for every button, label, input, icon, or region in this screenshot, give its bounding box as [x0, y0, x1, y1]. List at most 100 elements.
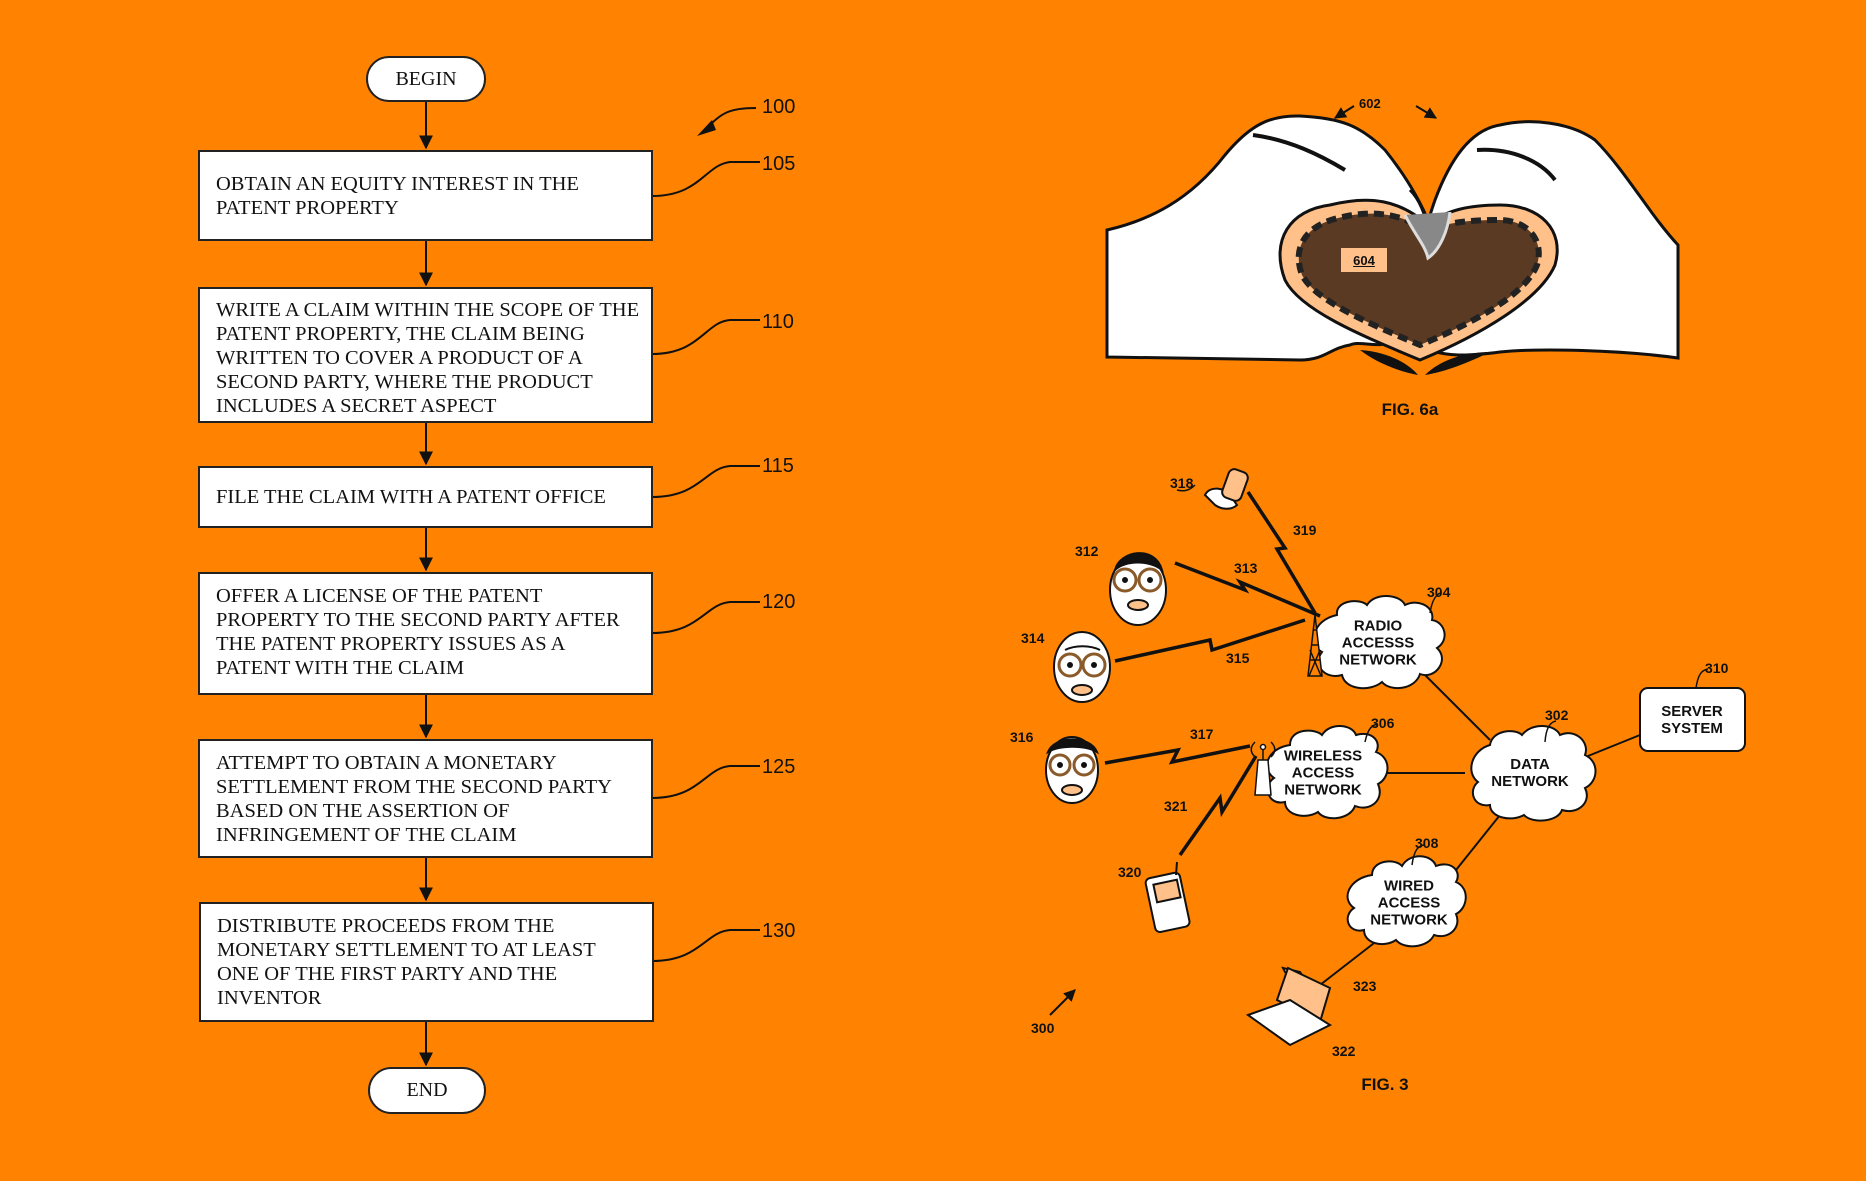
ref-321: 321: [1164, 798, 1188, 814]
wireless-network-label: WIRELESS ACCESS NETWORK: [1284, 748, 1362, 799]
ref-315: 315: [1226, 650, 1250, 666]
heart-ref-604: 604: [1341, 248, 1387, 272]
hands-ref-602: 602: [1359, 96, 1381, 111]
step-text: FILE THE CLAIM WITH A PATENT OFFICE: [216, 486, 606, 508]
fig3-caption: FIG. 3: [1361, 1075, 1409, 1094]
ref-302: 302: [1545, 707, 1569, 723]
ref-leader-105: [651, 161, 760, 197]
heart-inner: [1295, 210, 1542, 349]
radio-tower-icon: [1307, 614, 1323, 677]
ref-314: 314: [1021, 630, 1045, 646]
label-line: NETWORK: [1284, 781, 1362, 799]
link-321: [1178, 755, 1258, 857]
flow-step-130: DISTRIBUTE PROCEEDS FROM THE MONETARY SE…: [199, 902, 654, 1022]
flow-step-120: OFFER A LICENSE OF THE PATENT PROPERTY T…: [198, 572, 653, 695]
ref-312: 312: [1075, 543, 1099, 559]
flow-step-110: WRITE A CLAIM WITHIN THE SCOPE OF THE PA…: [198, 287, 653, 423]
user-face-316: [1045, 736, 1100, 804]
link-313: [1174, 561, 1321, 618]
heart-ref-text: 604: [1353, 252, 1375, 268]
link-data-server: [1587, 734, 1641, 757]
link-319: [1246, 491, 1317, 614]
ref-316: 316: [1010, 729, 1034, 745]
radio-network-label: RADIO ACCESSS NETWORK: [1339, 618, 1417, 669]
link-radio-data: [1419, 669, 1491, 741]
end-terminal: END: [368, 1067, 486, 1114]
step-text: BASED ON THE ASSERTION OF: [216, 800, 510, 822]
flow-step-115: FILE THE CLAIM WITH A PATENT OFFICE: [198, 466, 653, 528]
label-line: ACCESS: [1291, 764, 1355, 782]
cloud-wired-access-network: [1346, 855, 1467, 948]
step-text: OFFER A LICENSE OF THE PATENT: [216, 585, 543, 607]
ref-306: 306: [1371, 715, 1395, 731]
step-ref-125: 125: [762, 756, 796, 778]
ref-310: 310: [1705, 660, 1729, 676]
ref-leader-130: [651, 929, 760, 962]
step-text: WRITTEN TO COVER A PRODUCT OF A: [216, 347, 583, 369]
link-315: [1114, 618, 1306, 663]
ref-320: 320: [1118, 864, 1142, 880]
ref-leader-120: [651, 601, 760, 634]
step-ref-115: 115: [762, 455, 794, 477]
step-text: OBTAIN AN EQUITY INTEREST IN THE: [216, 173, 579, 195]
laptop-icon-322: [1245, 966, 1333, 1047]
step-text: PATENT PROPERTY: [216, 197, 399, 219]
step-text: ONE OF THE FIRST PARTY AND THE: [217, 963, 558, 985]
step-text: MONETARY SETTLEMENT TO AT LEAST: [217, 939, 596, 961]
ref-leader-125: [651, 765, 760, 799]
label-line: WIRELESS: [1283, 747, 1363, 765]
label-line: SERVER: [1661, 703, 1723, 720]
figure-ref-100: 100: [762, 96, 796, 118]
flow-step-125: ATTEMPT TO OBTAIN A MONETARY SETTLEMENT …: [198, 739, 653, 858]
label-line: ACCESS: [1377, 894, 1441, 912]
server-system-box: [1639, 687, 1746, 752]
step-text: ATTEMPT TO OBTAIN A MONETARY: [216, 752, 557, 774]
link-317: [1104, 744, 1251, 765]
label-line: WIRED: [1384, 877, 1434, 895]
link-wired-data: [1451, 814, 1501, 876]
wireless-access-point-icon: [1250, 741, 1276, 796]
mobile-phone-icon-320: [1144, 861, 1191, 933]
label-line: SYSTEM: [1661, 720, 1723, 737]
user-face-312: [1109, 552, 1167, 626]
step-text: PATENT WITH THE CLAIM: [216, 657, 465, 679]
step-ref-105: 105: [762, 153, 796, 175]
step-text: THE PATENT PROPERTY ISSUES AS A: [216, 633, 566, 655]
server-system-label: SERVER SYSTEM: [1661, 703, 1723, 737]
begin-terminal: BEGIN: [366, 56, 486, 102]
ref-323: 323: [1353, 978, 1377, 994]
cloud-data-network: [1470, 725, 1597, 822]
flip-phone-icon-318: [1203, 468, 1249, 510]
ref-318: 318: [1170, 475, 1194, 491]
step-text: INVENTOR: [217, 987, 322, 1009]
fig6a-caption: FIG. 6a: [1381, 400, 1439, 419]
step-text: WRITE A CLAIM WITHIN THE SCOPE OF THE: [216, 299, 640, 321]
ref-322: 322: [1332, 1043, 1356, 1059]
wired-network-label: WIRED ACCESS NETWORK: [1370, 878, 1448, 929]
ref-304: 304: [1427, 584, 1451, 600]
label-line: RADIO: [1353, 617, 1403, 635]
label-line: DATA: [1510, 756, 1550, 773]
ref-300: 300: [1031, 1020, 1055, 1036]
step-ref-130: 130: [762, 920, 796, 942]
ref-arrowhead-100: [697, 120, 716, 136]
step-text: SETTLEMENT FROM THE SECOND PARTY: [216, 776, 612, 798]
step-text: INCLUDES A SECRET ASPECT: [216, 395, 497, 417]
step-text: PATENT PROPERTY, THE CLAIM BEING: [216, 323, 585, 345]
label-line: NETWORK: [1370, 911, 1448, 929]
label-line: NETWORK: [1491, 773, 1569, 790]
data-network-label: DATA NETWORK: [1491, 756, 1569, 790]
ref-308: 308: [1415, 835, 1439, 851]
label-line: ACCESSS: [1341, 634, 1415, 652]
ref-317: 317: [1190, 726, 1214, 742]
label-line: NETWORK: [1339, 651, 1417, 669]
step-text: SECOND PARTY, WHERE THE PRODUCT: [216, 371, 593, 393]
flow-step-105: OBTAIN AN EQUITY INTEREST IN THE PATENT …: [198, 150, 653, 241]
step-text: PROPERTY TO THE SECOND PARTY AFTER: [216, 609, 620, 631]
step-text: DISTRIBUTE PROCEEDS FROM THE: [217, 915, 555, 937]
ref-leader-115: [651, 465, 760, 498]
ref-leader-110: [651, 319, 760, 355]
